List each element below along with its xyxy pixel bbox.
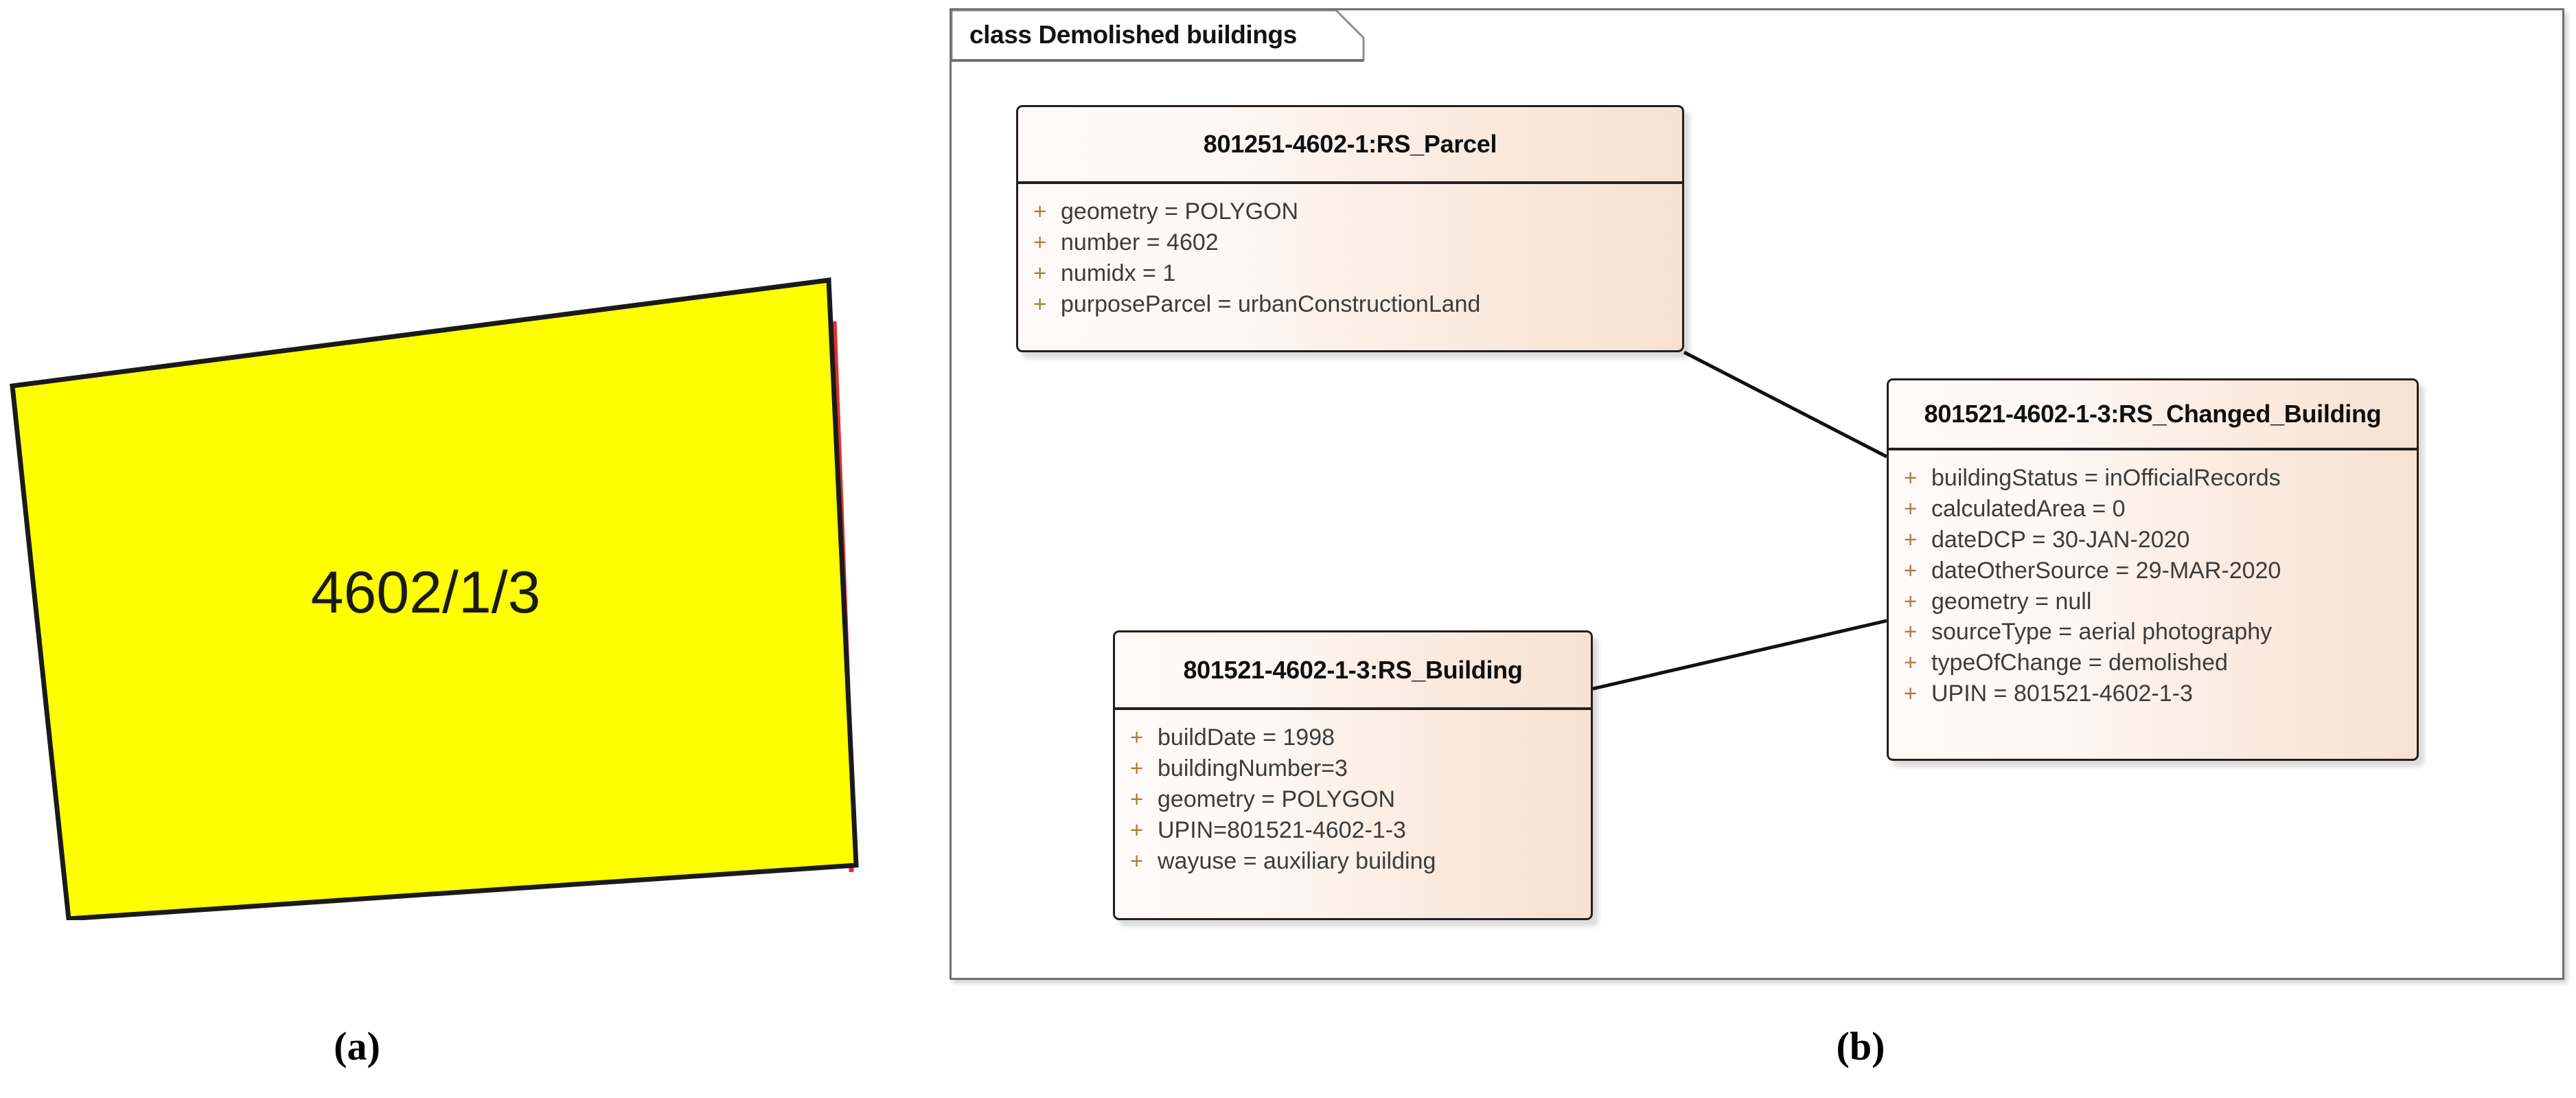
uml-attribute-row: + numidx = 1 xyxy=(1018,258,1682,289)
panel-b-caption: (b) xyxy=(1836,1024,1885,1068)
uml-attribute-row: + buildDate = 1998 xyxy=(1115,722,1591,753)
visibility-marker: + xyxy=(1033,198,1047,224)
uml-attribute-row: + wayuse = auxiliary building xyxy=(1115,846,1591,877)
uml-attribute-list-rs-parcel: + geometry = POLYGON + number = 4602 + n… xyxy=(1018,184,1682,330)
parcel-label: 4602/1/3 xyxy=(311,560,541,626)
visibility-marker: + xyxy=(1904,557,1918,583)
attribute-text: UPIN = 801521-4602-1-3 xyxy=(1931,680,2193,707)
attribute-text: dateDCP = 30-JAN-2020 xyxy=(1931,526,2190,553)
attribute-text: geometry = POLYGON xyxy=(1158,786,1396,812)
uml-attribute-row: + buildingStatus = inOfficialRecords xyxy=(1889,463,2417,494)
attribute-text: geometry = null xyxy=(1931,588,2092,615)
attribute-text: buildingNumber=3 xyxy=(1158,755,1348,781)
panel-a-caption: (a) xyxy=(334,1024,380,1068)
attribute-text: geometry = POLYGON xyxy=(1061,198,1299,225)
visibility-marker: + xyxy=(1130,816,1144,843)
uml-object-title-rs-building: 801521-4602-1-3:RS_Building xyxy=(1115,632,1591,710)
parcel-polygon-svg: 4602/1/3 xyxy=(10,277,859,920)
panel-a-parcel-map: 4602/1/3 xyxy=(0,0,920,1098)
connector-parcel-to-changed-building xyxy=(1683,350,1888,459)
uml-attribute-row: + sourceType = aerial photography xyxy=(1889,617,2417,648)
visibility-marker: + xyxy=(1130,755,1144,781)
visibility-marker: + xyxy=(1130,786,1144,812)
visibility-marker: + xyxy=(1033,260,1047,286)
frame-tab-shape xyxy=(952,10,1365,62)
uml-attribute-list-rs-building: + buildDate = 1998 + buildingNumber=3 + … xyxy=(1115,710,1591,886)
visibility-marker: + xyxy=(1033,229,1047,255)
uml-object-rs-parcel[interactable]: 801251-4602-1:RS_Parcel + geometry = POL… xyxy=(1016,105,1684,352)
parcel-polygon xyxy=(10,277,859,920)
uml-object-title-rs-parcel: 801251-4602-1:RS_Parcel xyxy=(1018,107,1682,184)
visibility-marker: + xyxy=(1033,290,1047,317)
uml-attribute-row: + number = 4602 xyxy=(1018,227,1682,258)
visibility-marker: + xyxy=(1904,526,1918,552)
uml-attribute-row: + geometry = null xyxy=(1889,586,2417,617)
attribute-text: number = 4602 xyxy=(1061,229,1219,255)
frame-title-label: class Demolished buildings xyxy=(969,21,1297,49)
uml-attribute-row: + dateOtherSource = 29-MAR-2020 xyxy=(1889,556,2417,586)
visibility-marker: + xyxy=(1904,680,1918,707)
attribute-text: purposeParcel = urbanConstructionLand xyxy=(1061,290,1481,317)
attribute-text: UPIN=801521-4602-1-3 xyxy=(1158,816,1406,843)
attribute-text: buildDate = 1998 xyxy=(1158,724,1335,751)
attribute-text: sourceType = aerial photography xyxy=(1931,619,2273,645)
connector-building-to-changed-building xyxy=(1592,619,1887,691)
attribute-text: buildingStatus = inOfficialRecords xyxy=(1931,465,2281,491)
visibility-marker: + xyxy=(1130,724,1144,750)
uml-attribute-row: + geometry = POLYGON xyxy=(1018,196,1682,227)
panel-b-uml-diagram: class Demolished buildings 801251-4602-1… xyxy=(950,8,2564,980)
attribute-text: calculatedArea = 0 xyxy=(1931,495,2126,522)
uml-attribute-row: + typeOfChange = demolished xyxy=(1889,648,2417,678)
uml-object-title-rs-changed-building: 801521-4602-1-3:RS_Changed_Building xyxy=(1889,380,2417,450)
uml-attribute-row: + UPIN = 801521-4602-1-3 xyxy=(1889,678,2417,709)
uml-attribute-row: + dateDCP = 30-JAN-2020 xyxy=(1889,525,2417,556)
visibility-marker: + xyxy=(1130,847,1144,873)
visibility-marker: + xyxy=(1904,495,1918,521)
visibility-marker: + xyxy=(1904,588,1918,614)
uml-attribute-row: + purposeParcel = urbanConstructionLand xyxy=(1018,289,1682,320)
uml-object-rs-changed-building[interactable]: 801521-4602-1-3:RS_Changed_Building + bu… xyxy=(1887,378,2419,761)
uml-attribute-row: + UPIN=801521-4602-1-3 xyxy=(1115,815,1591,846)
visibility-marker: + xyxy=(1904,619,1918,645)
uml-object-rs-building[interactable]: 801521-4602-1-3:RS_Building + buildDate … xyxy=(1113,630,1593,920)
uml-attribute-list-rs-changed-building: + buildingStatus = inOfficialRecords + c… xyxy=(1889,450,2417,719)
visibility-marker: + xyxy=(1904,650,1918,676)
uml-attribute-row: + buildingNumber=3 xyxy=(1115,753,1591,784)
uml-attribute-row: + geometry = POLYGON xyxy=(1115,784,1591,815)
attribute-text: dateOtherSource = 29-MAR-2020 xyxy=(1931,557,2281,584)
attribute-text: numidx = 1 xyxy=(1061,260,1176,286)
uml-attribute-row: + calculatedArea = 0 xyxy=(1889,494,2417,525)
attribute-text: typeOfChange = demolished xyxy=(1931,650,2228,676)
attribute-text: wayuse = auxiliary building xyxy=(1158,847,1436,874)
visibility-marker: + xyxy=(1904,465,1918,490)
uml-diagram-frame: class Demolished buildings 801251-4602-1… xyxy=(950,8,2564,980)
